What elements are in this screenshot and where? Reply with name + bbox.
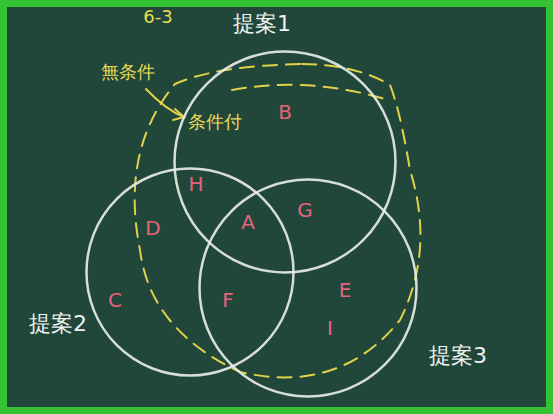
region-letter: D: [145, 217, 160, 239]
chalkboard: 提案1提案2提案36-3無条件条件付BHAGDCFEI: [7, 7, 546, 407]
circle-line: [87, 169, 294, 376]
region-letter: E: [339, 279, 352, 301]
circle-outline: [173, 50, 397, 274]
circle-outline: [85, 167, 295, 377]
chalk-note: 条件付: [188, 112, 242, 132]
region-letter: F: [222, 289, 234, 311]
region-letter: I: [327, 317, 333, 339]
proposal-circle: 提案1: [173, 50, 397, 274]
region-letter: H: [188, 173, 203, 195]
region-letter: G: [297, 199, 313, 221]
chalk-note: 無条件: [101, 62, 155, 82]
circle-line: [175, 52, 396, 273]
proposal-name: 提案1: [233, 12, 291, 36]
region-letter: C: [108, 289, 122, 311]
proposal-name: 提案2: [29, 312, 87, 336]
region-letter: A: [241, 211, 255, 233]
chalk-note: 6-3: [143, 7, 172, 27]
proposal-name: 提案3: [429, 344, 487, 368]
circle-line: [200, 180, 417, 397]
proposal-circle: 提案2: [85, 167, 295, 377]
region-letter: B: [278, 101, 292, 123]
